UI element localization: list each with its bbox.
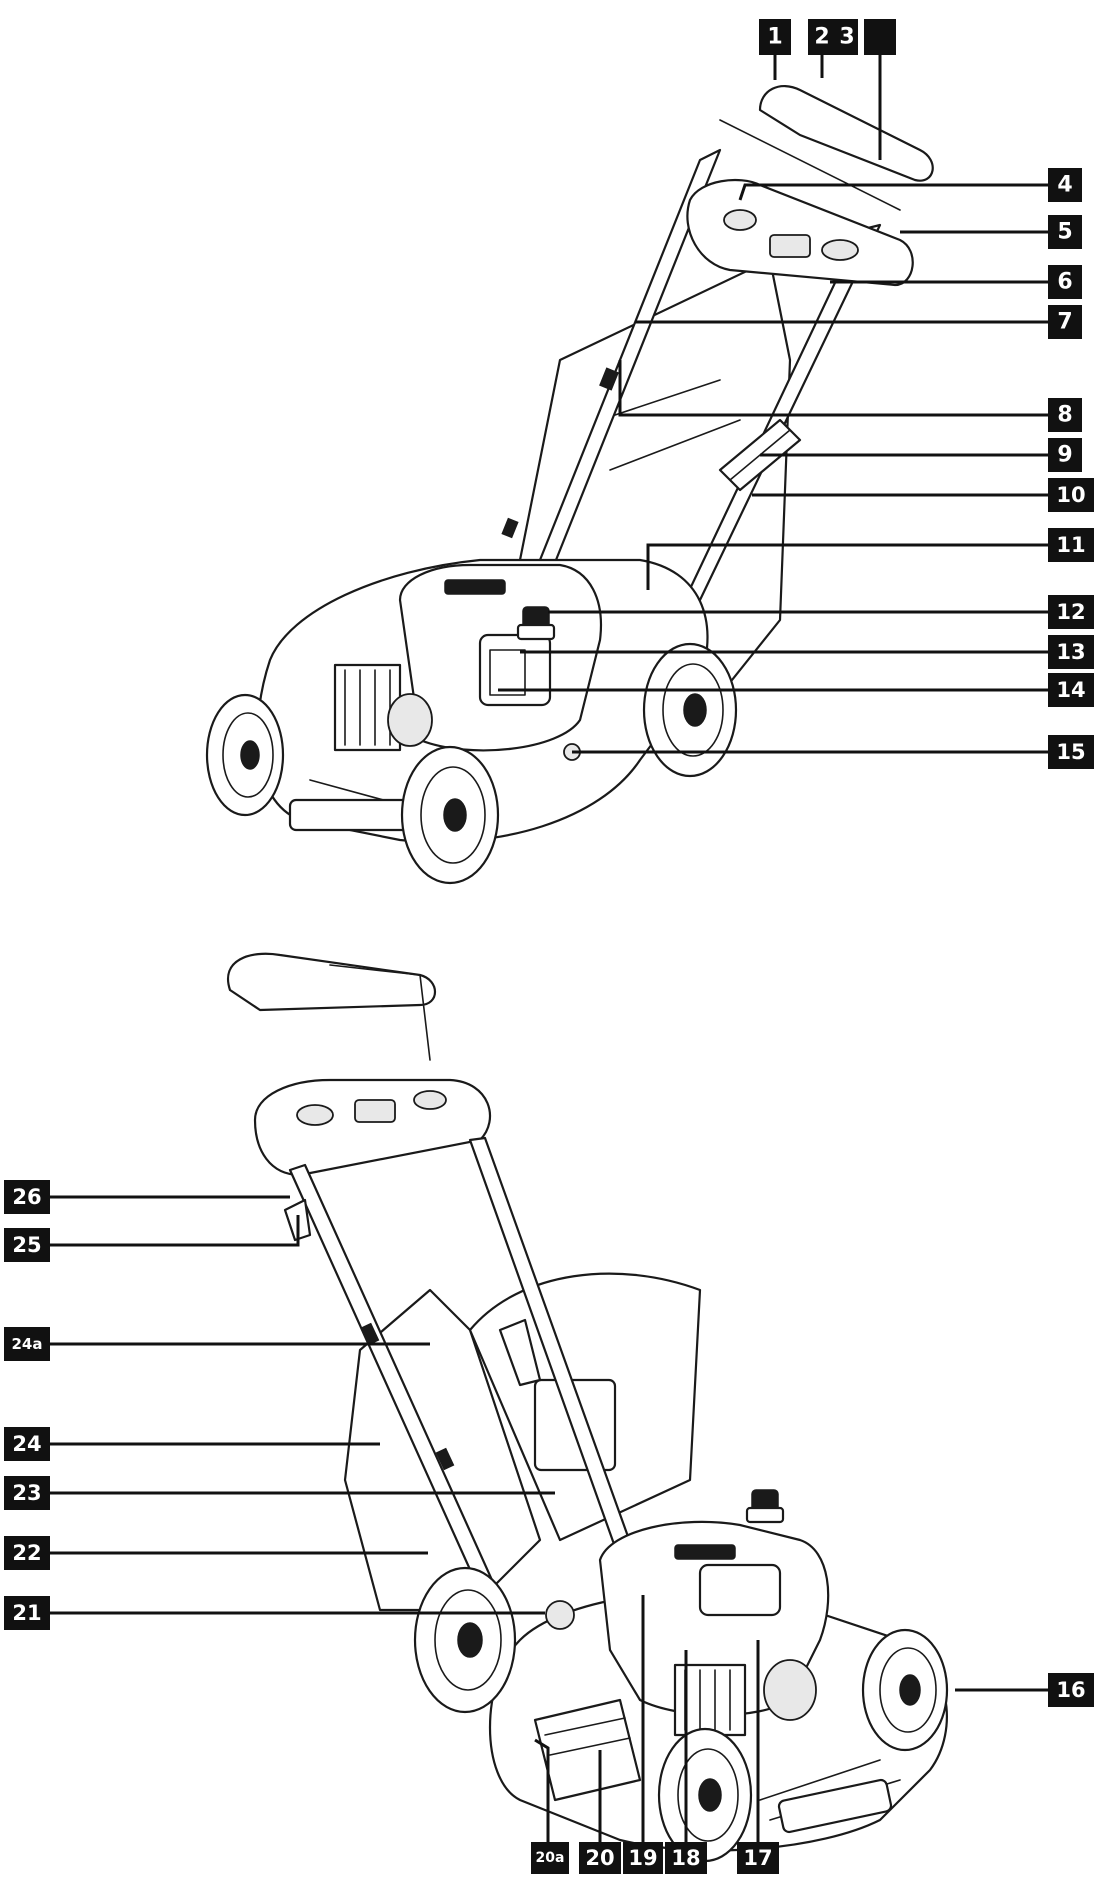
callout-21: 21 — [4, 1596, 50, 1630]
callout-22: 22 — [4, 1536, 50, 1570]
callout-13-text: 13 — [1056, 640, 1085, 664]
callout-15: 15 — [1048, 735, 1094, 769]
callout-24a: 24a — [4, 1327, 50, 1361]
callout-6-text: 6 — [1057, 270, 1072, 295]
callout-2: 2 — [808, 19, 836, 55]
callout-13: 13 — [1048, 635, 1094, 669]
callout-3-text: 3 — [839, 25, 854, 50]
callout-20a: 20a — [531, 1842, 569, 1874]
callout-21-text: 21 — [12, 1601, 41, 1625]
callout-14: 14 — [1048, 673, 1094, 707]
callout-23-text: 23 — [12, 1481, 41, 1505]
control-console-bottom — [253, 1078, 492, 1177]
callout-5: 5 — [1048, 215, 1082, 249]
callout-7: 7 — [1048, 305, 1082, 339]
callout-3: 3 — [836, 19, 858, 55]
callout-4-text: 4 — [1057, 173, 1072, 198]
callout-5-text: 5 — [1057, 220, 1072, 245]
callout-17-text: 17 — [743, 1846, 772, 1870]
callout-18: 18 — [665, 1842, 707, 1874]
callout-25-text: 25 — [12, 1233, 41, 1257]
rear-left-wheel-bottom — [413, 1566, 517, 1714]
callout-24a-text: 24a — [12, 1335, 43, 1353]
callout-19: 19 — [623, 1842, 663, 1874]
callout-26-text: 26 — [12, 1185, 41, 1209]
callout-6: 6 — [1048, 265, 1082, 299]
front-right-wheel-top — [400, 745, 500, 885]
front-left-wheel-bottom — [657, 1727, 753, 1863]
callout-20: 20 — [579, 1842, 621, 1874]
callout-16-text: 16 — [1056, 1678, 1085, 1702]
front-right-wheel-bottom — [861, 1628, 949, 1752]
callout-25: 25 — [4, 1228, 50, 1262]
callout-labels: 1 2 3 4 5 6 7 8 — [4, 19, 1094, 1874]
air-filter-top — [333, 663, 402, 752]
callout-1-text: 1 — [767, 25, 782, 50]
callout-4: 4 — [1048, 168, 1082, 202]
callout-16: 16 — [1048, 1673, 1094, 1707]
callout-unlabeled-box — [864, 19, 896, 55]
callout-8-text: 8 — [1057, 403, 1072, 428]
callout-14-text: 14 — [1056, 678, 1085, 702]
callout-23: 23 — [4, 1476, 50, 1510]
callout-11: 11 — [1048, 528, 1094, 562]
callout-17: 17 — [737, 1842, 779, 1874]
mower-bottom-view — [227, 952, 949, 1863]
callout-24: 24 — [4, 1427, 50, 1461]
control-console-top — [686, 178, 914, 287]
callout-2-text: 2 — [814, 25, 829, 50]
upper-handle-bar-top — [758, 85, 934, 182]
rear-right-wheel-top — [642, 642, 738, 778]
callout-24-text: 24 — [12, 1432, 41, 1456]
callout-9: 9 — [1048, 438, 1082, 472]
callout-20a-text: 20a — [536, 1850, 565, 1866]
leader-lines — [50, 55, 1048, 1842]
air-filter-bottom — [673, 1663, 747, 1737]
callout-26: 26 — [4, 1180, 50, 1214]
callout-8: 8 — [1048, 398, 1082, 432]
callout-12: 12 — [1048, 595, 1094, 629]
upper-handle-bar-bottom — [227, 952, 436, 1012]
callout-1: 1 — [759, 19, 791, 55]
callout-15-text: 15 — [1056, 740, 1085, 764]
callout-19-text: 19 — [628, 1846, 657, 1870]
callout-22-text: 22 — [12, 1541, 41, 1565]
callout-7-text: 7 — [1057, 310, 1072, 335]
callout-12-text: 12 — [1056, 600, 1085, 624]
callout-10: 10 — [1048, 478, 1094, 512]
front-left-wheel-top — [205, 693, 285, 817]
callout-10-text: 10 — [1056, 483, 1085, 507]
callout-20-text: 20 — [585, 1846, 614, 1870]
mower-top-view — [205, 85, 934, 885]
callout-9-text: 9 — [1057, 443, 1072, 468]
callout-11-text: 11 — [1056, 533, 1085, 557]
callout-18-text: 18 — [671, 1846, 700, 1870]
